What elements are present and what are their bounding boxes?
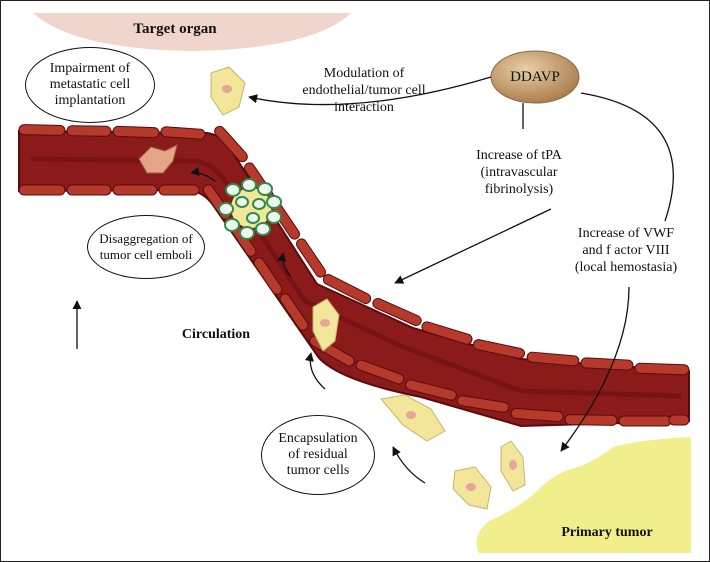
impairment-label: Impairment of metastatic cell implantati…: [49, 61, 131, 108]
ddavp-label: DDAVP: [510, 69, 560, 85]
modulation-label: Modulation of endothelial/tumor cell int…: [302, 66, 426, 115]
disaggregation-label: Disaggregation of tumor cell emboli: [99, 231, 193, 262]
encapsulation-oval: Encapsulation of residual tumor cells: [261, 415, 375, 495]
arrow-to-vessel: [394, 208, 552, 284]
vwf-label: Increase of VWF and f actor VIII (local …: [574, 226, 678, 275]
arrow-upward: [304, 352, 326, 390]
arrow-encapsulation: [392, 446, 426, 484]
tumor-cell-emboli: [218, 178, 282, 240]
impairment-oval: Impairment of metastatic cell implantati…: [25, 47, 155, 123]
connector-vwf: [580, 92, 674, 222]
nuclei: [222, 85, 517, 491]
arrows: [72, 76, 674, 484]
arrow-to-primary-tumor: [560, 286, 630, 452]
disaggregation-oval: Disaggregation of tumor cell emboli: [87, 215, 205, 279]
primary-tumor-shape: [476, 437, 691, 553]
target-organ-shape: [33, 13, 351, 51]
arrow-to-modulation: [248, 76, 492, 106]
circulation-label: Circulation: [181, 327, 251, 342]
arrow-in-vessel-1: [190, 166, 216, 182]
primary-tumor-label: Primary tumor: [561, 525, 653, 540]
target-organ-label: Target organ: [133, 21, 217, 37]
tpa-label: Increase of tPA (intravascular fibrinoly…: [476, 148, 562, 197]
encapsulation-label: Encapsulation of residual tumor cells: [278, 431, 358, 478]
arrow-in-vessel-2: [277, 252, 292, 278]
